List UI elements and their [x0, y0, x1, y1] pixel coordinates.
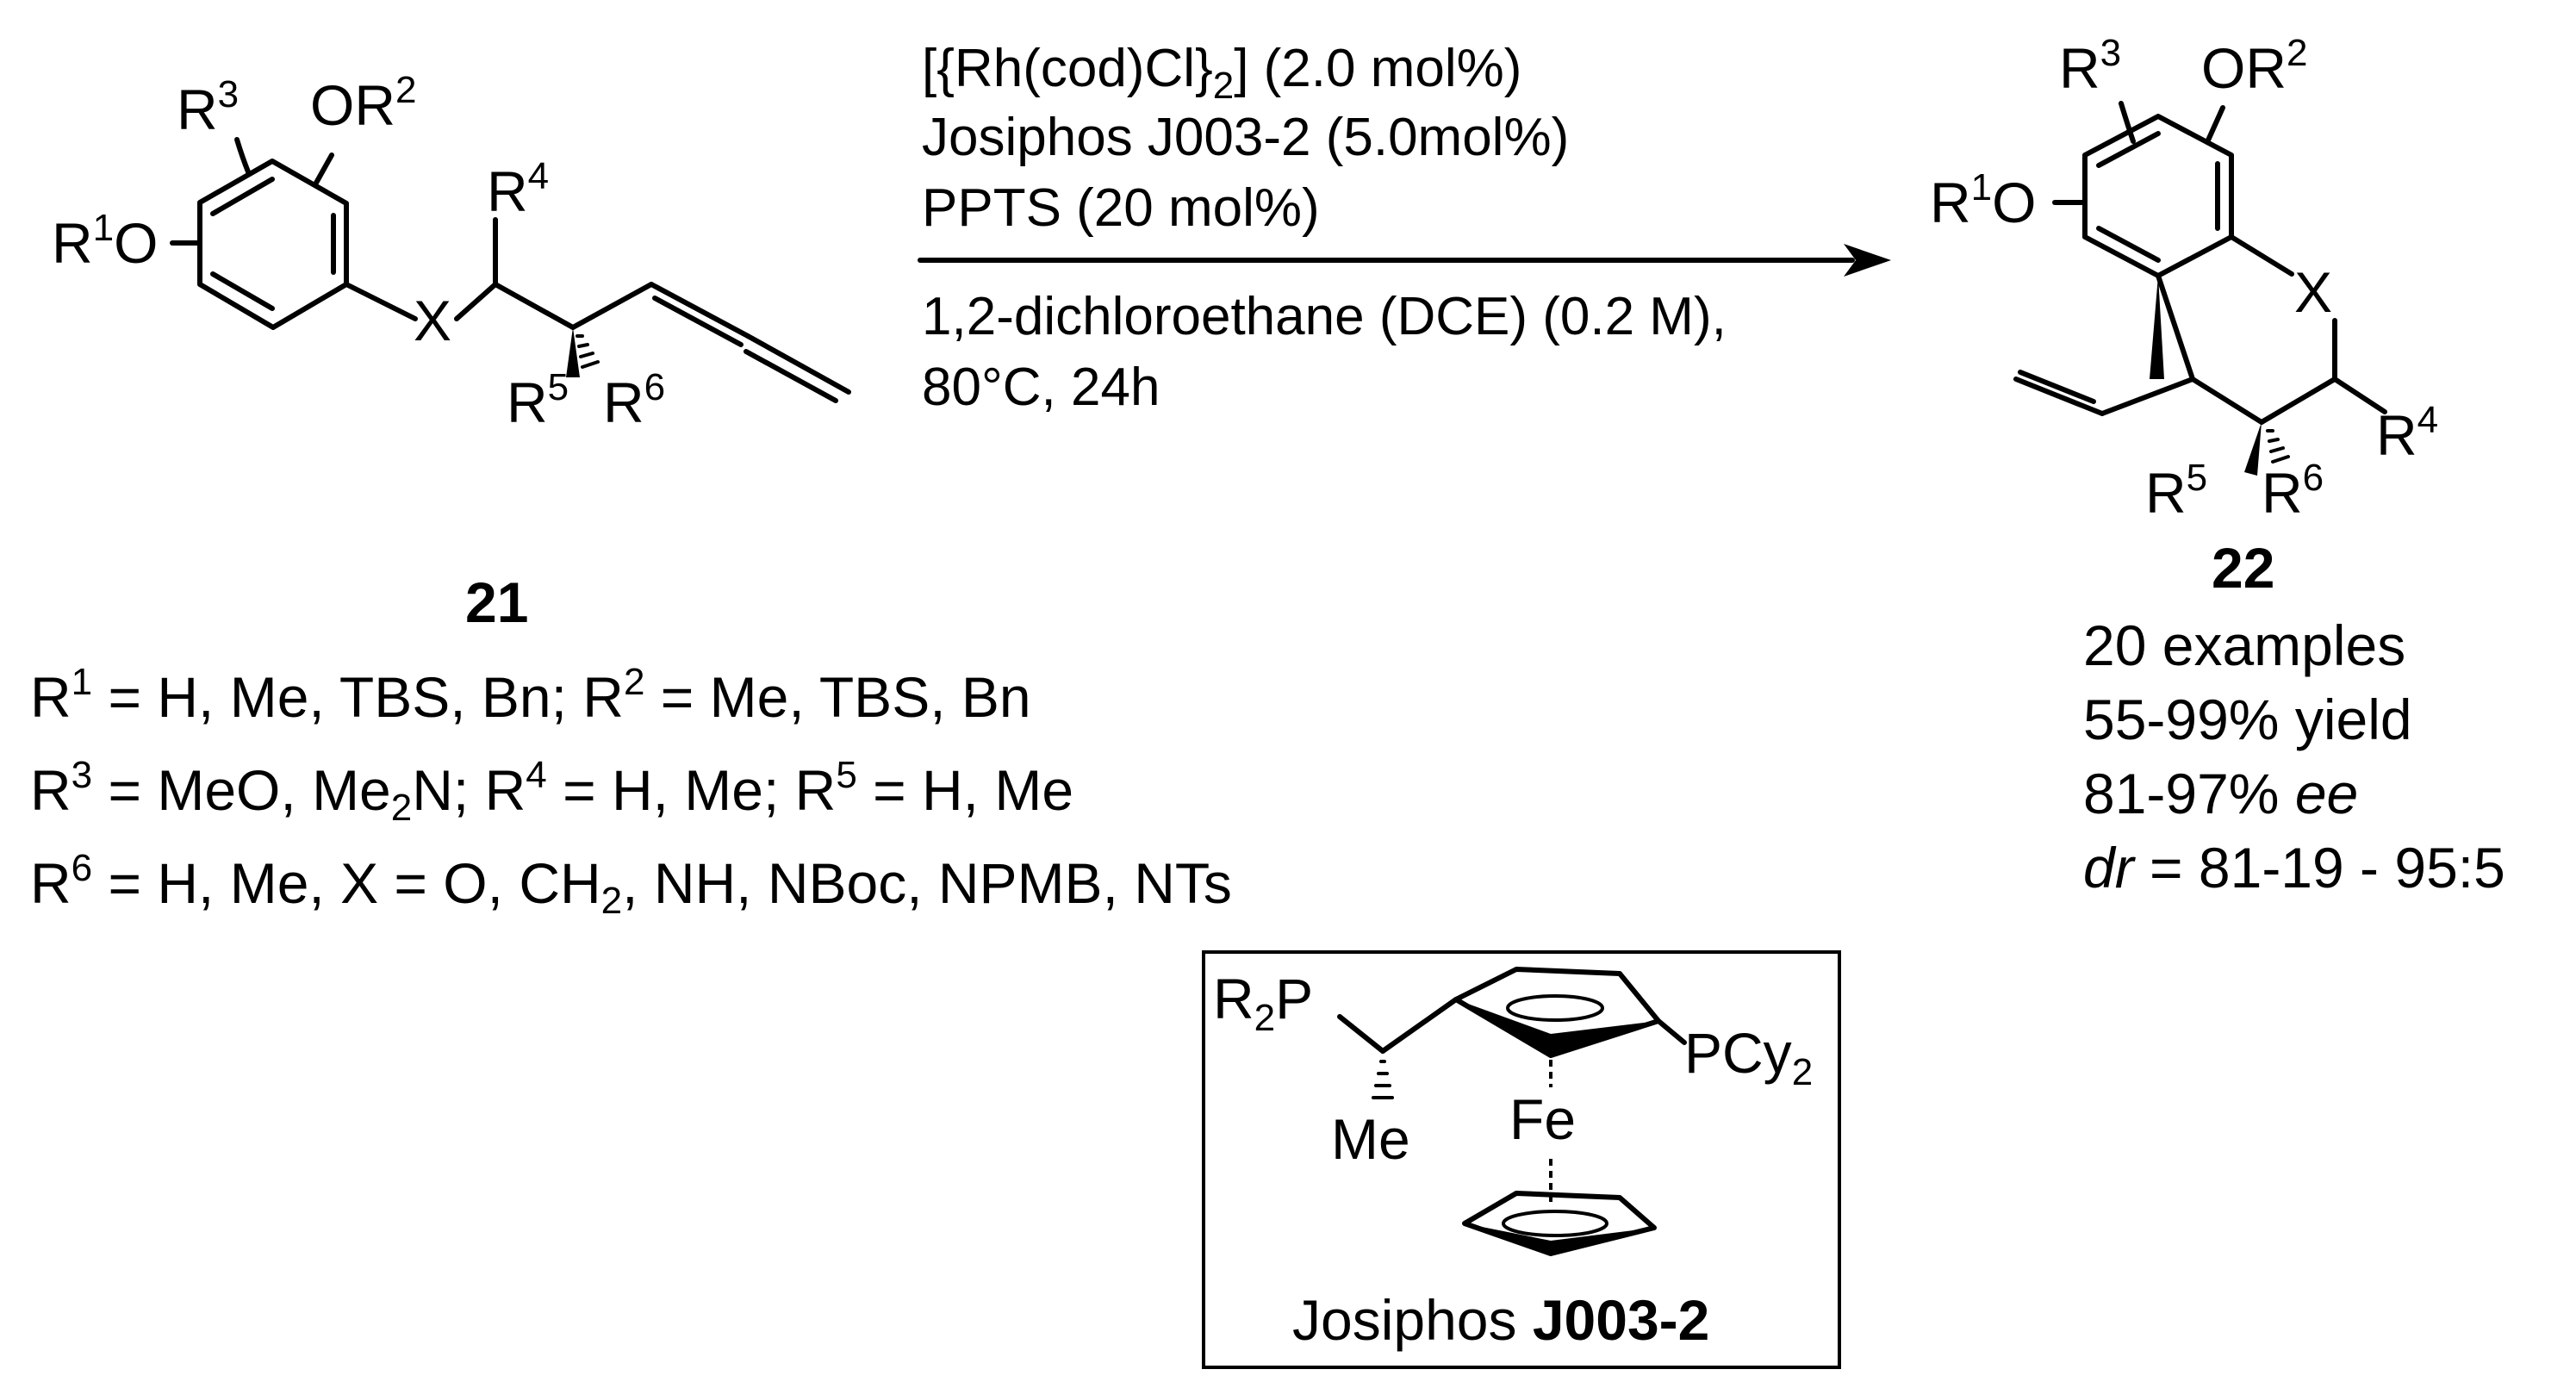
product-or2-label: OR2: [2201, 32, 2307, 100]
condition-additive: PPTS (20 mol%): [922, 178, 1320, 238]
substituent-line-2: R3 = MeO, Me2N; R4 = H, Me; R5 = H, Me: [30, 754, 1073, 829]
reaction-arrow: [918, 244, 1891, 277]
ligand-fe-label: Fe: [1509, 1087, 1576, 1151]
product-results: 20 examples 55-99% yield 81-97% ee dr = …: [2083, 613, 2505, 899]
ligand-r2p-label: R2P: [1213, 967, 1313, 1039]
ligand-frame: [1202, 950, 1841, 1369]
condition-temperature-time: 80°C, 24h: [922, 358, 1160, 417]
reactant-r3-label: R3: [177, 73, 239, 141]
product-bonds: [2013, 101, 2387, 476]
product-structure: R3 OR2 R1O X R4 R5 R6: [1930, 32, 2438, 525]
reactant-bonds: [170, 137, 851, 403]
condition-solvent: 1,2-dichloroethane (DCE) (0.2 M),: [922, 287, 1727, 346]
reactant-or2-label: OR2: [310, 69, 416, 137]
product-r6-label: R6: [2262, 457, 2324, 525]
reactant-r5-label: R5: [507, 366, 569, 434]
substituent-definitions: R1 = H, Me, TBS, Bn; R2 = Me, TBS, Bn R3…: [30, 661, 1232, 922]
product-r3-label: R3: [2059, 32, 2121, 100]
result-yield: 55-99% yield: [2083, 688, 2412, 751]
ligand-pcy2-label: PCy2: [1684, 1021, 1813, 1093]
product-x-label: X: [2294, 260, 2332, 324]
result-dr: dr = 81-19 - 95:5: [2083, 836, 2505, 899]
substituent-line-1: R1 = H, Me, TBS, Bn; R2 = Me, TBS, Bn: [30, 661, 1031, 729]
reactant-r4-label: R4: [487, 155, 549, 223]
reaction-conditions: [{Rh(cod)Cl}2] (2.0 mol%) Josiphos J003-…: [922, 39, 1727, 417]
reactant-r1o-label: R1O: [52, 207, 159, 275]
product-r5-label: R5: [2145, 457, 2207, 525]
reactant-compound-number: 21: [465, 570, 528, 634]
product-compound-number: 22: [2212, 536, 2274, 600]
ligand-caption: Josiphos J003-2: [1292, 1288, 1709, 1352]
ligand-box: R2P PCy2 Fe Me Josiphos J003-2: [1202, 950, 1841, 1369]
ligand-bonds: [1337, 967, 1687, 1256]
reactant-x-label: X: [414, 289, 451, 352]
ligand-me-label: Me: [1331, 1107, 1410, 1171]
result-examples: 20 examples: [2083, 613, 2405, 677]
reactant-structure: R1O R3 OR2 R4 X R5 R6: [52, 69, 851, 434]
condition-catalyst: [{Rh(cod)Cl}2] (2.0 mol%): [922, 39, 1521, 107]
product-r4-label: R4: [2376, 399, 2438, 467]
substituent-line-3: R6 = H, Me, X = O, CH2, NH, NBoc, NPMB, …: [30, 847, 1232, 922]
product-r1o-label: R1O: [1930, 166, 2037, 234]
condition-ligand: Josiphos J003-2 (5.0mol%): [922, 108, 1569, 167]
result-ee: 81-97% ee: [2083, 762, 2358, 825]
reactant-r6-label: R6: [603, 366, 665, 434]
